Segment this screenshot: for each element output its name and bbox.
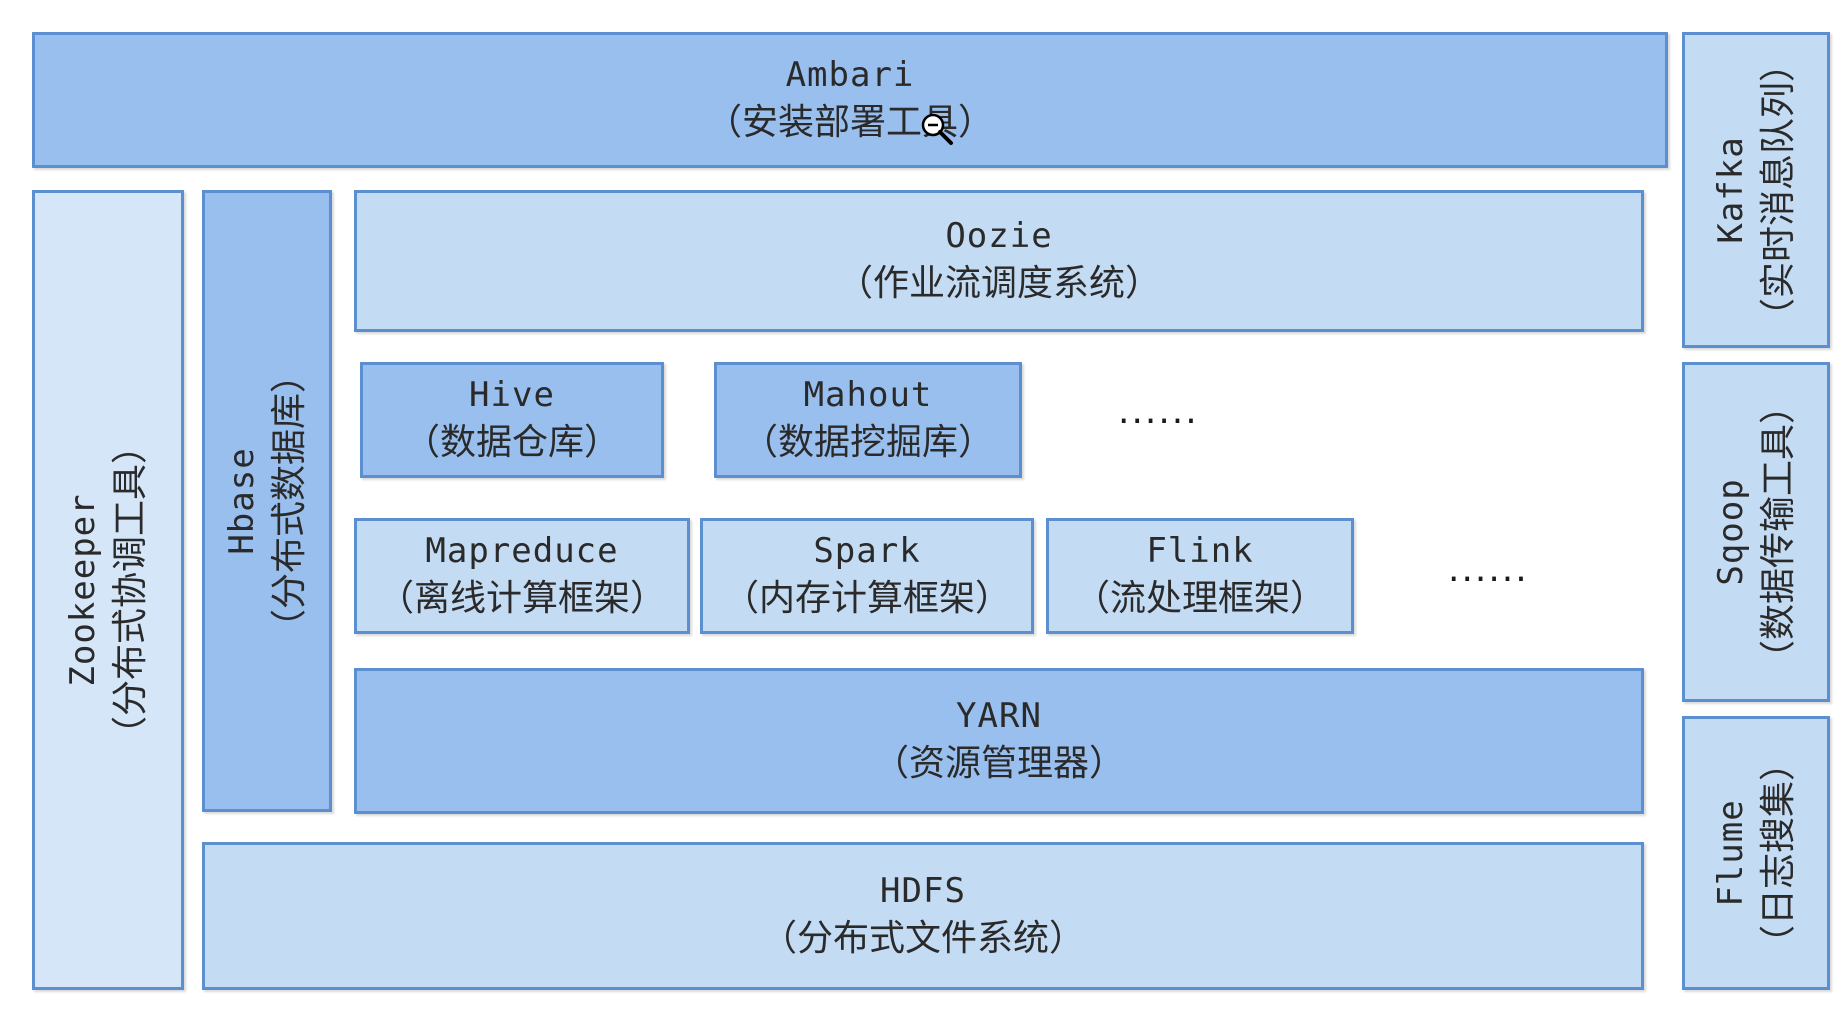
kafka-block: Kafka （实时消息队列） (1682, 32, 1830, 348)
hive-name: Hive (469, 375, 555, 415)
flume-desc: （日志搜集） (1758, 744, 1799, 962)
ambari-block: Ambari （安装部署工具） (32, 32, 1668, 168)
flume-name: Flume (1711, 799, 1751, 907)
zookeeper-block: Zookeeper （分布式协调工具） (32, 190, 184, 990)
kafka-name: Kafka (1711, 136, 1751, 244)
oozie-block: Oozie （作业流调度系统） (354, 190, 1644, 332)
flume-block: Flume （日志搜集） (1682, 716, 1830, 990)
oozie-name: Oozie (945, 216, 1053, 256)
sqoop-desc: （数据传输工具） (1758, 387, 1799, 677)
ellipsis-top: ...... (1118, 391, 1199, 432)
hdfs-desc: （分布式文件系统） (760, 918, 1085, 959)
flink-desc: （流处理框架） (1073, 578, 1326, 619)
kafka-desc: （实时消息队列） (1758, 45, 1799, 335)
hbase-name: Hbase (222, 447, 262, 555)
spark-desc: （内存计算框架） (722, 578, 1011, 619)
sqoop-block: Sqoop （数据传输工具） (1682, 362, 1830, 702)
sqoop-name: Sqoop (1711, 478, 1751, 586)
mapreduce-block: Mapreduce （离线计算框架） (354, 518, 690, 634)
yarn-name: YARN (956, 696, 1042, 736)
flink-name: Flink (1146, 531, 1254, 571)
flink-block: Flink （流处理框架） (1046, 518, 1354, 634)
spark-block: Spark （内存计算框架） (700, 518, 1034, 634)
oozie-desc: （作业流调度系统） (836, 263, 1161, 304)
mahout-block: Mahout （数据挖掘库） (714, 362, 1022, 478)
zookeeper-desc: （分布式协调工具） (110, 427, 151, 753)
hbase-desc: （分布式数据库） (269, 356, 310, 646)
yarn-desc: （资源管理器） (872, 743, 1125, 784)
hive-desc: （数据仓库） (403, 422, 620, 463)
mahout-desc: （数据挖掘库） (741, 422, 994, 463)
hbase-block: Hbase （分布式数据库） (202, 190, 332, 812)
zookeeper-name: Zookeeper (63, 493, 103, 687)
zoom-out-magnifier-icon (921, 113, 953, 145)
hdfs-name: HDFS (880, 871, 966, 911)
mapreduce-name: Mapreduce (425, 531, 619, 571)
hive-block: Hive （数据仓库） (360, 362, 664, 478)
spark-name: Spark (813, 531, 921, 571)
yarn-block: YARN （资源管理器） (354, 668, 1644, 814)
mapreduce-desc: （离线计算框架） (377, 578, 666, 619)
hdfs-block: HDFS （分布式文件系统） (202, 842, 1644, 990)
mahout-name: Mahout (803, 375, 933, 415)
ambari-name: Ambari (785, 55, 915, 95)
ellipsis-bottom: ...... (1448, 549, 1529, 590)
